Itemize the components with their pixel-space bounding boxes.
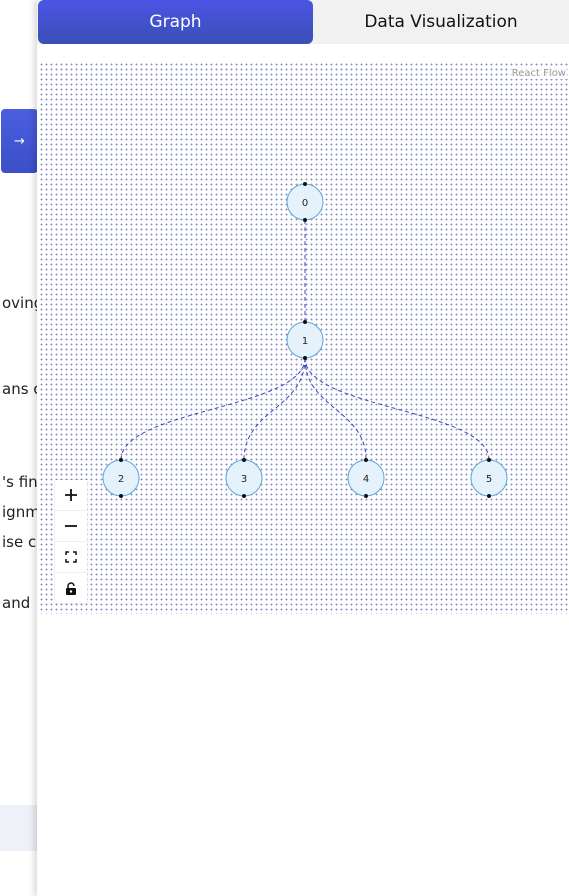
node-handle-top[interactable]: [364, 458, 368, 462]
node-label: 0: [302, 198, 308, 209]
graph-node-2[interactable]: 2: [102, 458, 140, 498]
graph-node-5[interactable]: 5: [470, 458, 508, 498]
tab-bar: Graph Data Visualization: [37, 0, 569, 44]
node-label: 1: [302, 336, 308, 347]
node-handle-bottom[interactable]: [242, 494, 246, 498]
next-button[interactable]: →: [1, 109, 38, 173]
edge-1-5[interactable]: [304, 357, 490, 461]
node-handle-top[interactable]: [303, 320, 307, 324]
text-fragment: ans c: [2, 380, 40, 398]
graph-node-1[interactable]: 1: [286, 320, 324, 360]
node-handle-top[interactable]: [242, 458, 246, 462]
node-handle-bottom[interactable]: [303, 218, 307, 222]
node-handle-top[interactable]: [303, 182, 307, 186]
graph-node-3[interactable]: 3: [225, 458, 263, 498]
arrow-right-icon: →: [14, 133, 25, 149]
lock-button[interactable]: [55, 573, 87, 603]
node-handle-bottom[interactable]: [364, 494, 368, 498]
graph-node-0[interactable]: 0: [286, 182, 324, 222]
node-label: 3: [241, 474, 247, 485]
node-handle-top[interactable]: [119, 458, 123, 462]
text-fragment: 's fin: [2, 473, 38, 491]
node-handle-bottom[interactable]: [303, 356, 307, 360]
node-label: 4: [363, 474, 369, 485]
edge-1-3[interactable]: [243, 357, 306, 461]
zoom-out-button[interactable]: [55, 511, 87, 542]
text-fragment: ignm: [2, 503, 40, 521]
node-label: 5: [486, 474, 492, 485]
edge-1-4[interactable]: [304, 357, 367, 461]
node-label: 2: [118, 474, 124, 485]
react-flow-attribution[interactable]: React Flow: [510, 68, 567, 79]
text-fragment: ise c: [2, 533, 37, 551]
text-fragment: oving: [2, 294, 40, 312]
text-fragment: and: [2, 594, 31, 612]
node-handle-top[interactable]: [487, 458, 491, 462]
zoom-in-button[interactable]: [55, 480, 87, 511]
lock-icon: [66, 581, 76, 595]
graph-svg: 0 1 2 3 4 5: [102, 182, 508, 498]
flow-canvas[interactable]: React Flow 0 1 2 3 4 5: [39, 62, 569, 614]
zoom-in-icon: [65, 489, 77, 501]
fit-view-icon: [65, 551, 77, 563]
node-handle-bottom[interactable]: [487, 494, 491, 498]
zoom-out-icon: [65, 525, 77, 527]
tab-graph[interactable]: Graph: [38, 0, 313, 44]
graph-panel: Graph Data Visualization React Flow 0 1 2 3…: [37, 0, 569, 896]
edge-1-2[interactable]: [120, 357, 306, 461]
background-page: → oving ans c 's fin ignm ise c and: [0, 0, 40, 896]
fit-view-button[interactable]: [55, 542, 87, 573]
footer-strip: [0, 805, 40, 851]
node-handle-bottom[interactable]: [119, 494, 123, 498]
graph-node-4[interactable]: 4: [347, 458, 385, 498]
tab-data-visualization[interactable]: Data Visualization: [364, 12, 518, 32]
flow-controls: [55, 480, 87, 603]
